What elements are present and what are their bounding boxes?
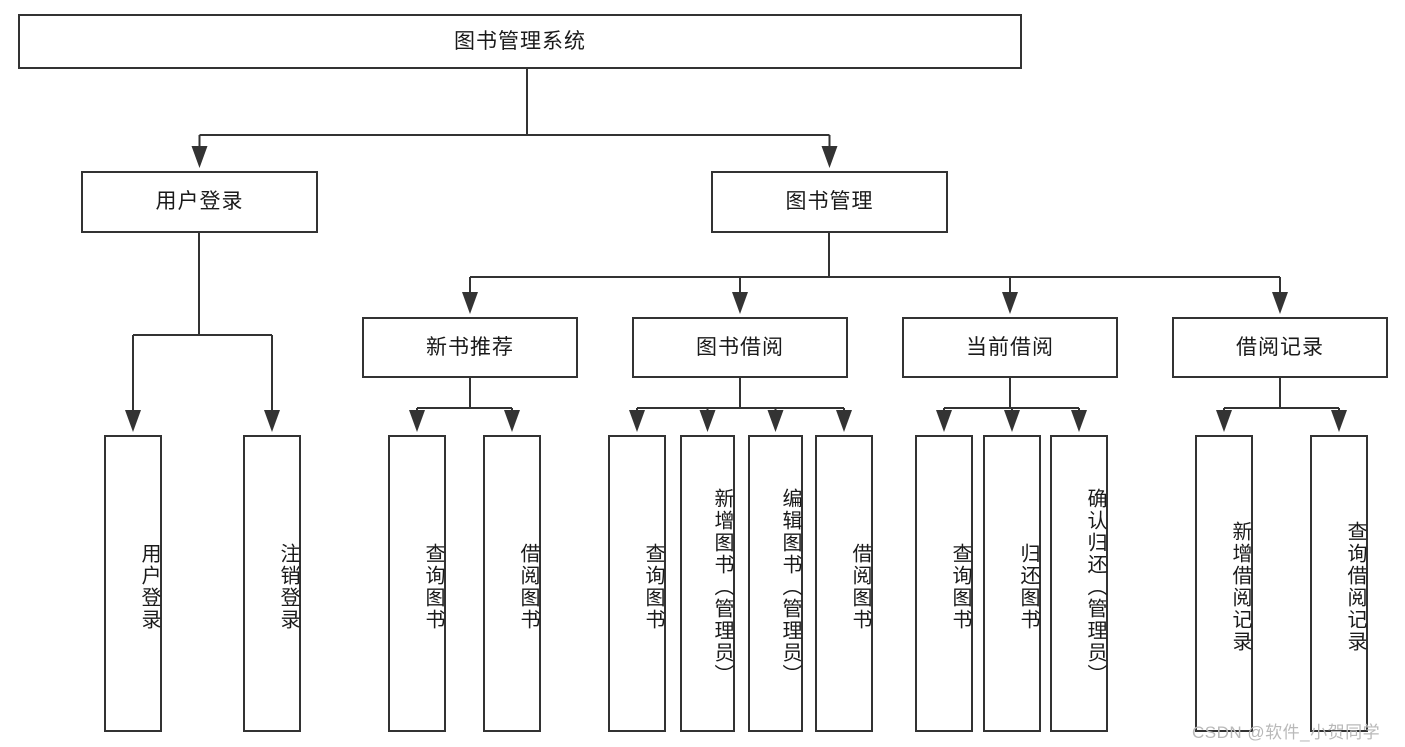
node-label: 新书推荐	[426, 335, 514, 359]
node-leaf-add-book: 新增图书（管理员）	[680, 435, 735, 732]
node-leaf-query-book-1: 查询图书	[388, 435, 446, 732]
node-label: 查询图书	[949, 542, 971, 631]
node-leaf-confirm-return: 确认归还（管理员）	[1050, 435, 1108, 732]
node-label: 新增借阅记录	[1229, 520, 1251, 653]
node-current-borrow: 当前借阅	[902, 317, 1118, 378]
node-new-book-recommend: 新书推荐	[362, 317, 578, 378]
node-book-borrow: 图书借阅	[632, 317, 848, 378]
watermark-text: CSDN @软件_小贺同学	[1192, 723, 1381, 742]
node-book-manage: 图书管理	[711, 171, 948, 233]
node-label: 编辑图书（管理员）	[779, 487, 801, 686]
node-label: 图书管理系统	[454, 29, 586, 53]
node-label: 借阅图书	[517, 542, 539, 631]
node-borrow-record: 借阅记录	[1172, 317, 1388, 378]
node-label: 查询图书	[422, 542, 444, 631]
node-leaf-return-book: 归还图书	[983, 435, 1041, 732]
node-label: 确认归还（管理员）	[1084, 487, 1106, 686]
node-leaf-user-login: 用户登录	[104, 435, 162, 732]
node-label: 查询图书	[642, 542, 664, 631]
node-label: 查询借阅记录	[1344, 520, 1366, 653]
node-leaf-user-logout: 注销登录	[243, 435, 301, 732]
node-leaf-edit-book: 编辑图书（管理员）	[748, 435, 803, 732]
node-leaf-query-book-2: 查询图书	[608, 435, 666, 732]
node-leaf-add-record: 新增借阅记录	[1195, 435, 1253, 732]
node-root: 图书管理系统	[18, 14, 1022, 69]
node-label: 归还图书	[1017, 542, 1039, 631]
node-leaf-borrow-book-1: 借阅图书	[483, 435, 541, 732]
node-label: 借阅记录	[1236, 335, 1324, 359]
node-label: 注销登录	[277, 542, 299, 631]
node-label: 新增图书（管理员）	[711, 487, 733, 686]
node-label: 用户登录	[138, 542, 160, 631]
node-leaf-query-book-3: 查询图书	[915, 435, 973, 732]
node-user-login: 用户登录	[81, 171, 318, 233]
node-label: 借阅图书	[849, 542, 871, 631]
node-label: 图书借阅	[696, 335, 784, 359]
node-label: 用户登录	[155, 190, 244, 214]
node-leaf-query-record: 查询借阅记录	[1310, 435, 1368, 732]
node-leaf-borrow-book-2: 借阅图书	[815, 435, 873, 732]
node-label: 图书管理	[785, 190, 874, 214]
node-label: 当前借阅	[966, 335, 1054, 359]
